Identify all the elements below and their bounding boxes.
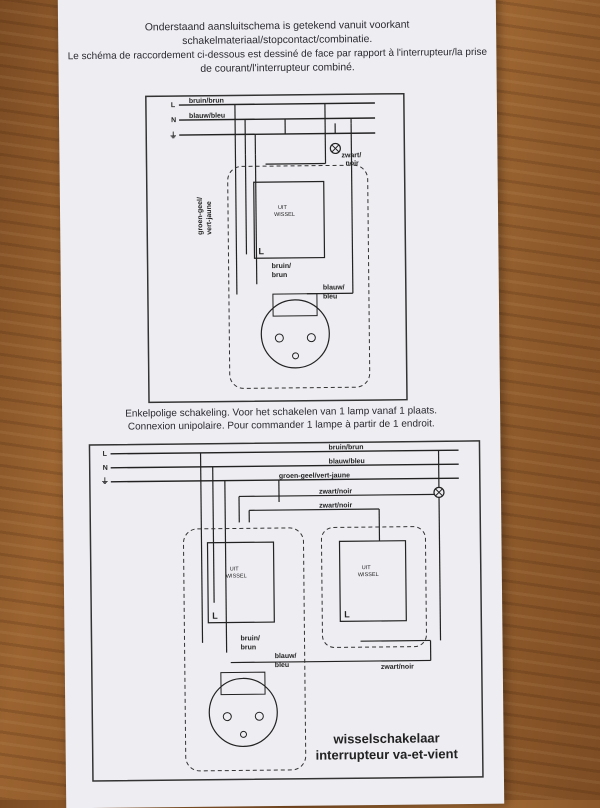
d2-switch2-wissel: WISSEL — [358, 572, 379, 578]
d1-N-label: N — [171, 117, 176, 124]
d2-brown-low: bruin/ — [240, 635, 260, 642]
d1-blue-label: blauw/bleu — [189, 113, 225, 120]
d2-PE-label: ⏚ — [101, 477, 109, 486]
d2-blue-label: blauw/bleu — [329, 458, 365, 465]
d2-L-terminal-1: L — [212, 611, 218, 621]
d2-switch2-uit: UIT — [362, 565, 372, 571]
d1-L-label: L — [171, 102, 176, 109]
wiring-diagram-single: L N ⏚ bruin/brun blauw/bleu zwart/ noir … — [145, 93, 410, 406]
d1-brown-low: bruin/ — [272, 263, 292, 270]
d2-N-label: N — [103, 465, 108, 472]
two-way-title-fr: interrupteur va-et-vient — [302, 746, 472, 763]
d1-socket — [261, 299, 330, 368]
d1-switch-uit: UIT — [278, 205, 288, 211]
d1-switch-wissel: WISSEL — [274, 212, 295, 218]
d2-black-label-b: zwart/noir — [319, 502, 352, 509]
d1-PE-label: ⏚ — [169, 131, 177, 140]
d2-ground-label: groen-geel/vert-jaune — [279, 472, 350, 480]
d2-brown-low2: brun — [241, 644, 257, 651]
d1-brown-low2: brun — [272, 272, 288, 279]
d1-black-label2: noir — [345, 160, 359, 167]
d2-blue-low: blauw/ — [275, 653, 297, 660]
d1-L-terminal: L — [258, 246, 264, 256]
d1-ground-label2: vert-jaune — [206, 201, 213, 235]
d1-brown-label: bruin/brun — [189, 98, 224, 105]
d2-blue-low2: bleu — [275, 662, 289, 669]
d2-switch1-wissel: WISSEL — [226, 573, 247, 579]
d2-L-label: L — [103, 451, 108, 458]
d2-black-label-a: zwart/noir — [319, 488, 352, 495]
d1-ground-label: groen-geel/ — [197, 197, 204, 235]
two-way-title-nl: wisselschakelaar — [301, 730, 471, 747]
d1-blue-low2: bleu — [323, 293, 337, 300]
d2-black-label-c: zwart/noir — [381, 664, 414, 671]
d2-brown-label: bruin/brun — [328, 444, 363, 451]
d1-switch — [254, 182, 325, 259]
d2-L-terminal-2: L — [344, 609, 350, 619]
d1-blue-low: blauw/ — [323, 284, 345, 291]
d2-socket — [209, 678, 278, 747]
d2-switch1-uit: UIT — [230, 566, 240, 572]
instruction-sheet: Onderstaand aansluitschema is getekend v… — [58, 0, 504, 808]
d1-black-label: zwart/ — [341, 152, 361, 159]
